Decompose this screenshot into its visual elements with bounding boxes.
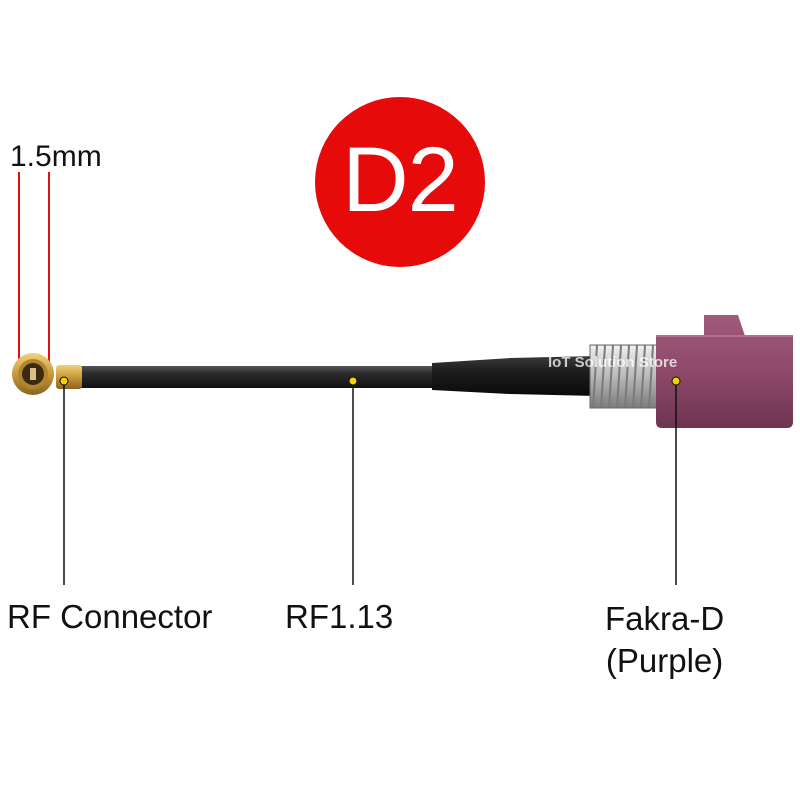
dimension-lines	[18, 172, 50, 362]
heat-shrink-sleeve	[432, 356, 597, 396]
leader-lines	[59, 376, 681, 585]
pointer-dot-rf-connector	[59, 376, 69, 386]
pointer-dot-fakra	[671, 376, 681, 386]
label-cable-type: RF1.13	[285, 598, 394, 635]
rf113-cable	[72, 366, 442, 388]
model-badge: D2	[315, 97, 485, 267]
dimension-label: 1.5mm	[10, 140, 102, 173]
fakra-connector-icon	[656, 315, 793, 428]
rf-connector-icon	[12, 353, 82, 395]
label-fakra: Fakra-D (Purple)	[605, 598, 724, 682]
label-fakra-line1: Fakra-D	[605, 600, 725, 637]
watermark: IoT Solution Store	[548, 354, 678, 371]
label-rf-connector: RF Connector	[7, 598, 213, 635]
badge-text: D2	[342, 129, 459, 231]
threaded-barrel	[589, 344, 659, 409]
pointer-dot-cable	[348, 376, 358, 386]
label-fakra-line2: (Purple)	[605, 642, 724, 679]
